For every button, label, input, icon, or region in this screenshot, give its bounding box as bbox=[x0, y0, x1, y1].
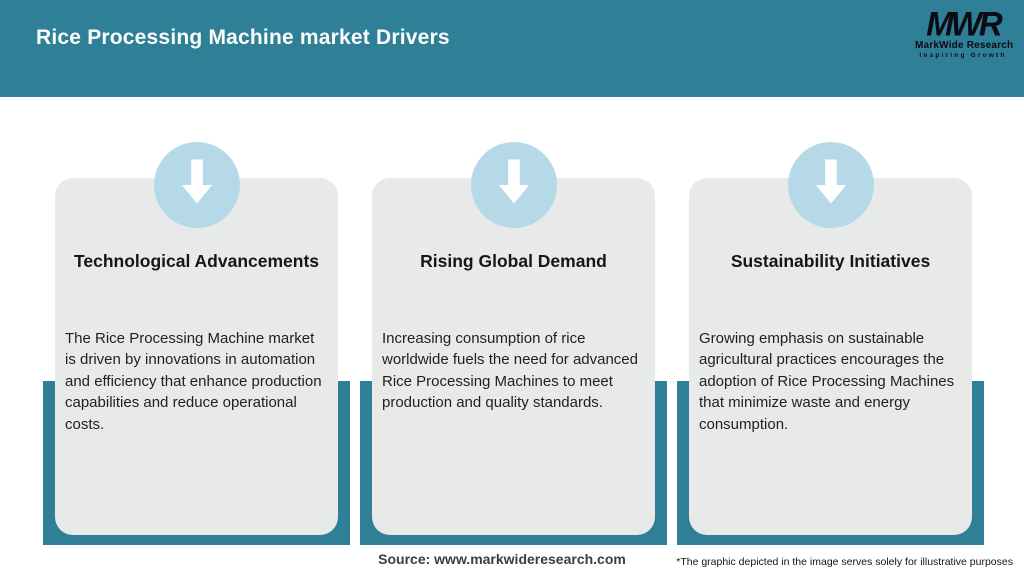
card-body: The Rice Processing Machine market is dr… bbox=[65, 330, 322, 433]
disclaimer-text: *The graphic depicted in the image serve… bbox=[676, 556, 1013, 568]
logo-monogram: MWR bbox=[926, 4, 1002, 43]
page-title: Rice Processing Machine market Drivers bbox=[36, 26, 450, 49]
card-badge bbox=[470, 142, 557, 228]
source-text: Source: www.markwideresearch.com bbox=[378, 551, 626, 567]
arrow-down-icon bbox=[168, 147, 226, 223]
arrow-down-icon bbox=[802, 147, 860, 223]
card-title: Technological Advancements bbox=[73, 251, 320, 271]
card-body: Increasing consumption of rice worldwide… bbox=[382, 330, 638, 412]
markwide-research-logo: MWR MarkWide Research Inspiring Growth bbox=[915, 4, 1014, 59]
driver-card-rising-global-demand: Rising Global Demand Increasing consumpt… bbox=[372, 142, 655, 535]
card-badge bbox=[787, 142, 874, 228]
header-bar: Rice Processing Machine market Drivers M… bbox=[0, 0, 1024, 97]
card-title: Sustainability Initiatives bbox=[730, 251, 931, 271]
driver-card-technological-advancements: Technological Advancements The Rice Proc… bbox=[55, 142, 338, 535]
card-body: Growing emphasis on sustainable agricult… bbox=[699, 330, 955, 433]
card-badge bbox=[153, 142, 240, 228]
arrow-down-icon bbox=[485, 147, 543, 223]
logo-name: MarkWide Research bbox=[915, 40, 1014, 51]
card-title: Rising Global Demand bbox=[420, 251, 607, 271]
logo-tagline: Inspiring Growth bbox=[919, 52, 1007, 59]
driver-card-sustainability-initiatives: Sustainability Initiatives Growing empha… bbox=[689, 142, 972, 535]
